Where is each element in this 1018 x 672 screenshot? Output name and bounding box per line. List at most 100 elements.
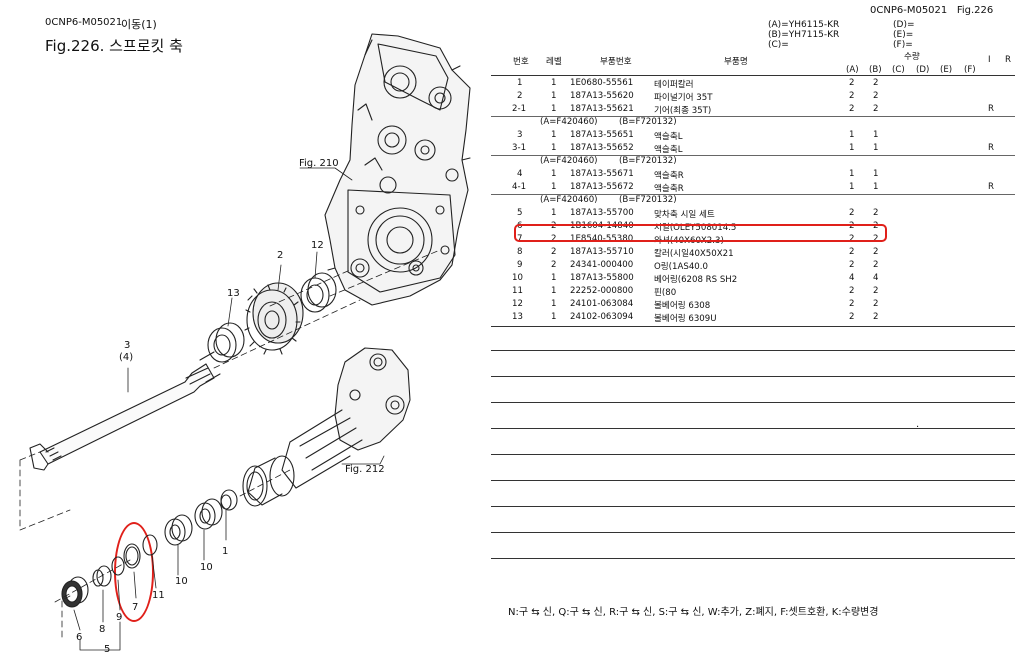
cell-part-number: 187A13-55651 bbox=[570, 130, 634, 140]
cell-no: 5 bbox=[517, 208, 523, 218]
cell-qty-b: 2 bbox=[873, 208, 879, 218]
cell-level: 1 bbox=[551, 91, 557, 101]
cell-level: 1 bbox=[551, 299, 557, 309]
cell-part-name: 볼베어링 6308 bbox=[654, 301, 711, 311]
callout-3: 3 bbox=[124, 340, 130, 351]
header-e: (E) bbox=[940, 65, 953, 75]
cell-level: 2 bbox=[551, 247, 557, 257]
cell-part-name: O링(1AS40.0 bbox=[654, 262, 708, 272]
cell-qty-b: 2 bbox=[873, 78, 879, 88]
cell-qty-b: 2 bbox=[873, 247, 879, 257]
cell-no: 3-1 bbox=[512, 143, 527, 153]
cell-no: 4 bbox=[517, 169, 523, 179]
change-legend: N:구 ⇆ 신, Q:구 ⇆ 신, R:구 ⇆ 신, S:구 ⇆ 신, W:추가… bbox=[508, 607, 879, 618]
empty-row-rule bbox=[491, 402, 1015, 403]
header-fig-number: Fig.226 bbox=[956, 5, 994, 16]
cell-level: 2 bbox=[551, 234, 557, 244]
cell-level: 1 bbox=[551, 78, 557, 88]
cell-part-number: 187A13-55620 bbox=[570, 91, 634, 101]
cell-qty-a: 1 bbox=[849, 143, 855, 153]
highlight-row-7 bbox=[514, 224, 887, 242]
cell-qty-a: 1 bbox=[849, 130, 855, 140]
cell-remark: R bbox=[988, 182, 994, 192]
empty-row-rule bbox=[491, 454, 1015, 455]
cell-part-name: 베어링(6208 RS SH2 bbox=[654, 275, 738, 285]
cell-part-number: 24102-063094 bbox=[570, 312, 634, 322]
model-f: (F)= bbox=[893, 40, 913, 50]
exploded-diagram: Fig. 210 Fig. 212 2 12 13 3 (4) 1 10 10 … bbox=[19, 33, 471, 655]
cell-qty-b: 2 bbox=[873, 286, 879, 296]
header-a: (A) bbox=[846, 65, 859, 75]
header-r: R bbox=[1005, 55, 1011, 65]
cell-qty-b: 2 bbox=[873, 299, 879, 309]
cell-qty-b: 1 bbox=[873, 130, 879, 140]
cell-level: 2 bbox=[551, 221, 557, 231]
cell-remark: R bbox=[988, 104, 994, 114]
cell-level: 1 bbox=[551, 312, 557, 322]
cell-qty-a: 2 bbox=[849, 78, 855, 88]
cell-no: 13 bbox=[512, 312, 523, 322]
cell-qty-b: 2 bbox=[873, 104, 879, 114]
serial-a: (A=F420460) bbox=[540, 195, 598, 205]
header-no: 번호 bbox=[513, 57, 529, 67]
cell-qty-a: 2 bbox=[849, 286, 855, 296]
cell-part-number: 187A13-55710 bbox=[570, 247, 634, 257]
serial-a: (A=F420460) bbox=[540, 156, 598, 166]
cell-qty-b: 4 bbox=[873, 273, 879, 283]
cell-part-number: 1B1604-14840 bbox=[570, 221, 634, 231]
header-part-name: 부품명 bbox=[724, 57, 748, 67]
fig-ref-upper: Fig. 210 bbox=[299, 158, 339, 169]
cell-qty-a: 2 bbox=[849, 247, 855, 257]
callout-5: 5 bbox=[104, 644, 110, 655]
cell-no: 2-1 bbox=[512, 104, 527, 114]
cell-no: 4-1 bbox=[512, 182, 527, 192]
cell-part-name: 시일(OLEY508014.5 bbox=[654, 223, 737, 233]
cell-level: 1 bbox=[551, 169, 557, 179]
header-c: (C) bbox=[892, 65, 905, 75]
cell-part-name: 기어(최종 35T) bbox=[654, 106, 712, 116]
cell-qty-b: 2 bbox=[873, 312, 879, 322]
cell-qty-a: 4 bbox=[849, 273, 855, 283]
bearing-13 bbox=[207, 322, 245, 363]
cell-no: 1 bbox=[517, 78, 523, 88]
cell-part-name: 파이널기어 35T bbox=[654, 93, 713, 103]
center-lines bbox=[19, 249, 441, 641]
serial-note-row: (A=F420460) (B=F720132) bbox=[491, 194, 1015, 207]
cell-qty-a: 2 bbox=[849, 312, 855, 322]
cell-part-number: 22252-000800 bbox=[570, 286, 634, 296]
stray-mark: . bbox=[916, 419, 920, 430]
cell-qty-b: 1 bbox=[873, 143, 879, 153]
cell-part-name: 액슬축L bbox=[654, 145, 683, 155]
empty-row-rule bbox=[491, 558, 1015, 559]
callout-2: 2 bbox=[277, 250, 283, 261]
cell-no: 9 bbox=[517, 260, 523, 270]
callout-9: 9 bbox=[116, 612, 122, 623]
model-d: (D)= bbox=[893, 20, 915, 30]
group-divider bbox=[491, 116, 1015, 117]
cell-qty-a: 2 bbox=[849, 260, 855, 270]
serial-b: (B=F720132) bbox=[619, 195, 677, 205]
cell-level: 1 bbox=[551, 143, 557, 153]
cell-part-name: 테이퍼칼러 bbox=[654, 80, 694, 90]
cell-qty-a: 2 bbox=[849, 299, 855, 309]
bearing-12 bbox=[300, 272, 337, 313]
callout-6: 6 bbox=[76, 632, 82, 643]
empty-row-rule bbox=[491, 480, 1015, 481]
model-a: (A)=YH6115-KR bbox=[768, 20, 840, 30]
cell-part-name: 맞차축 시일 세트 bbox=[654, 210, 715, 220]
callout-10b: 10 bbox=[175, 576, 188, 587]
cell-level: 1 bbox=[551, 208, 557, 218]
empty-row-rule bbox=[491, 506, 1015, 507]
cell-level: 1 bbox=[551, 286, 557, 296]
gear-2 bbox=[244, 282, 304, 355]
cell-qty-b: 1 bbox=[873, 182, 879, 192]
cell-part-number: 187A13-55671 bbox=[570, 169, 634, 179]
page-title: Fig.226. 스프로킷 축 bbox=[45, 37, 183, 55]
